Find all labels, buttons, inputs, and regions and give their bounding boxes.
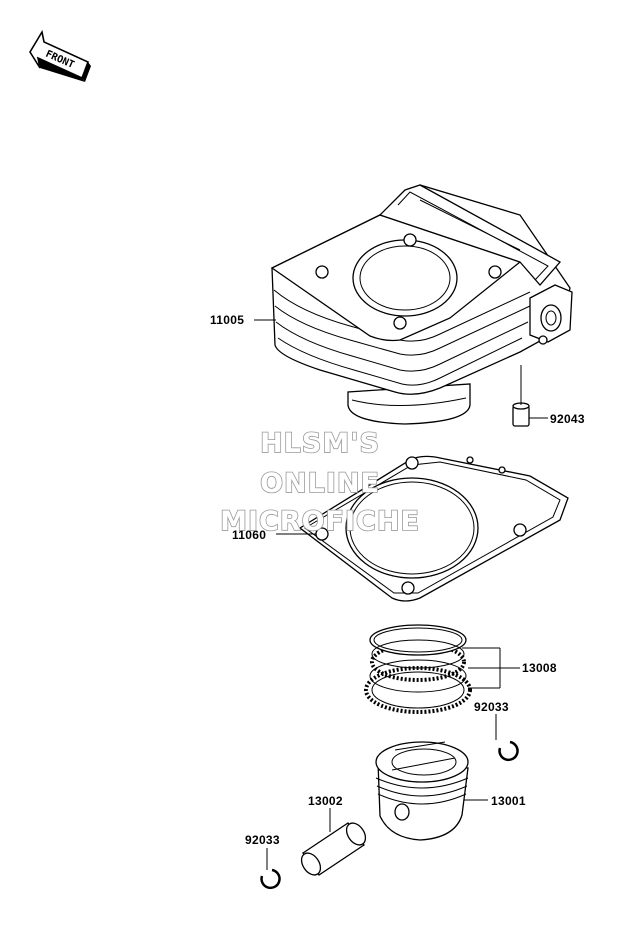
- leader-lines: [254, 319, 548, 870]
- callout-labels: 11005 92043 11060 13008 92033 13001 1300…: [210, 313, 585, 847]
- callout-piston-pin[interactable]: 13002: [308, 794, 343, 808]
- watermark-line-3: MICROFICHE: [220, 506, 420, 537]
- piston-part[interactable]: [375, 741, 469, 841]
- callout-piston[interactable]: 13001: [491, 794, 526, 808]
- dowel-pin-part[interactable]: [512, 402, 530, 427]
- callout-circlip-right[interactable]: 92033: [474, 700, 509, 714]
- front-arrow-icon: FRONT: [29, 29, 91, 82]
- cylinder-part[interactable]: [270, 184, 573, 425]
- callout-cylinder[interactable]: 11005: [210, 313, 244, 327]
- watermark-line-1: HLSM'S: [260, 428, 380, 459]
- callout-piston-ring-set[interactable]: 13008: [522, 661, 557, 675]
- watermark: HLSM'S ONLINE MICROFICHE: [219, 427, 420, 538]
- callout-cylinder-gasket[interactable]: 11060: [232, 528, 266, 542]
- piston-ring-set-part[interactable]: [364, 624, 472, 714]
- callout-dowel-pin[interactable]: 92043: [550, 412, 585, 426]
- circlip-right-part[interactable]: [498, 740, 519, 762]
- watermark-line-2: ONLINE: [260, 468, 380, 499]
- circlip-left-part[interactable]: [260, 868, 281, 890]
- piston-pin-part[interactable]: [298, 820, 370, 879]
- cylinder-gasket-part[interactable]: [298, 455, 569, 602]
- callout-circlip-left[interactable]: 92033: [245, 833, 280, 847]
